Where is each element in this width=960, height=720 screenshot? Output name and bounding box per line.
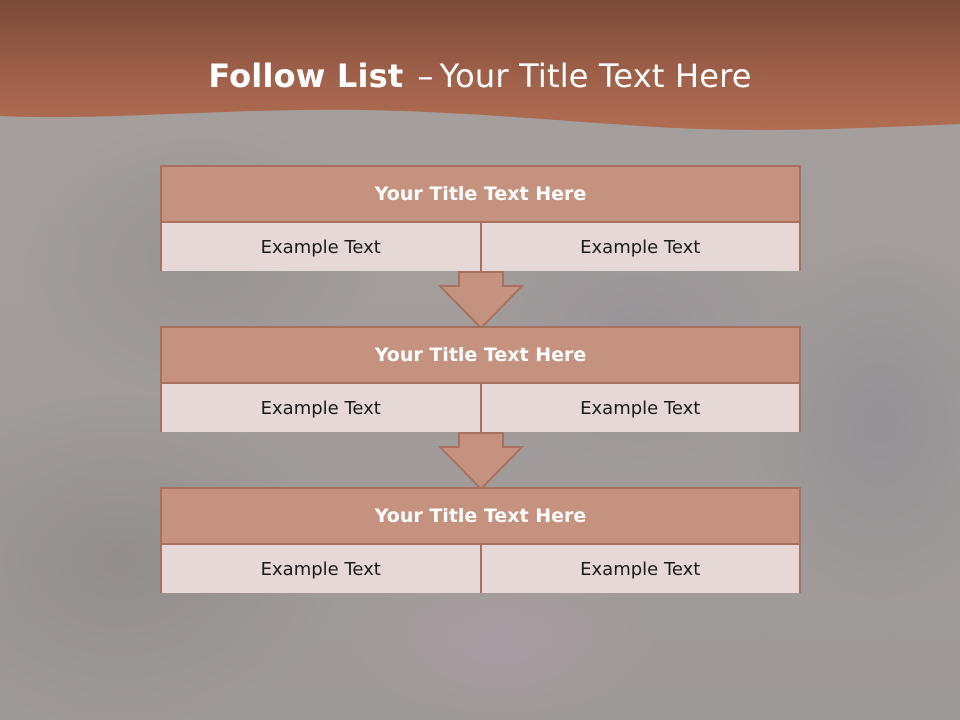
block-right-text: Example Text (479, 545, 799, 593)
header-band (0, 0, 960, 130)
block-left-text: Example Text (162, 545, 480, 593)
list-block-2: Your Title Text Here Example Text Exampl… (160, 326, 801, 432)
block-right-text: Example Text (479, 223, 799, 271)
list-block-1: Your Title Text Here Example Text Exampl… (160, 165, 801, 271)
block-title: Your Title Text Here (162, 489, 799, 545)
down-arrow-icon (438, 432, 524, 491)
slide-title-bold: Follow List (208, 57, 404, 95)
block-row: Example Text Example Text (162, 223, 799, 271)
slide-title-dash: – (417, 57, 434, 95)
block-title: Your Title Text Here (162, 167, 799, 223)
block-left-text: Example Text (162, 384, 480, 432)
block-row: Example Text Example Text (162, 384, 799, 432)
block-title: Your Title Text Here (162, 328, 799, 384)
block-left-text: Example Text (162, 223, 480, 271)
block-right-text: Example Text (479, 384, 799, 432)
slide-title-rest: Your Title Text Here (439, 57, 752, 95)
slide-title: Follow List–Your Title Text Here (0, 56, 960, 96)
list-block-3: Your Title Text Here Example Text Exampl… (160, 487, 801, 593)
block-row: Example Text Example Text (162, 545, 799, 593)
down-arrow-icon (438, 271, 524, 330)
